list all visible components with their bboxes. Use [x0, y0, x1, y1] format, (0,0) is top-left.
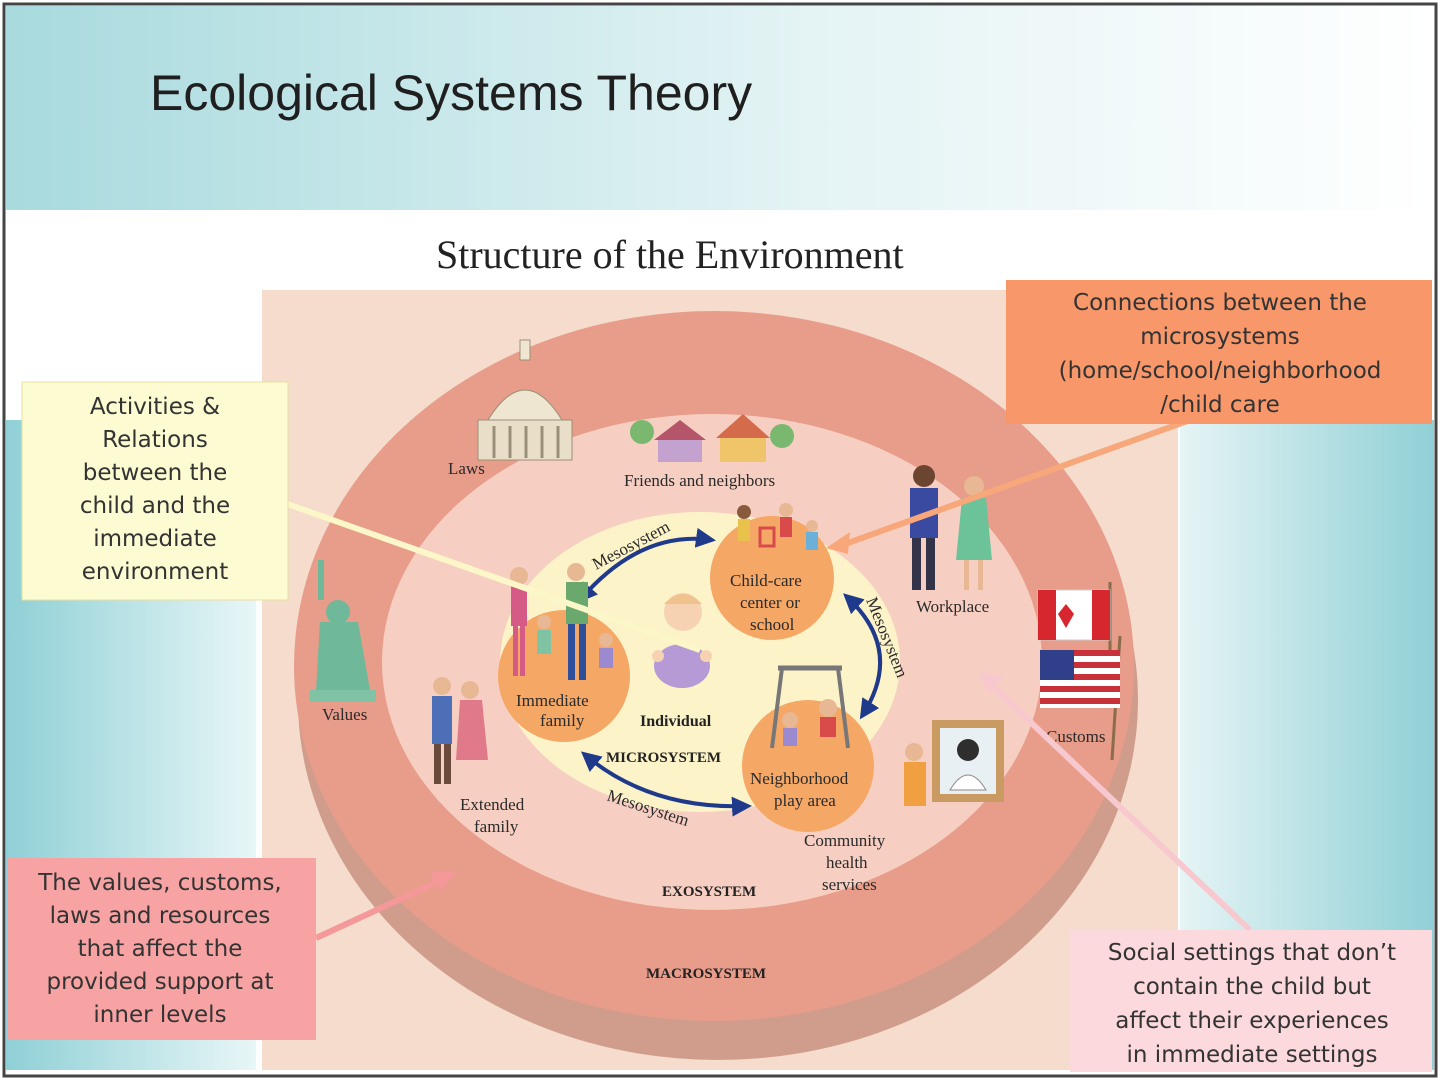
callout-micro-line-1: Activities &	[90, 394, 220, 420]
individual-baby-figure	[652, 593, 712, 688]
label-friends-neighbors: Friends and neighbors	[624, 471, 775, 490]
mesosystem-arrow-bottom	[580, 751, 752, 817]
label-child-care-1: Child-care	[730, 571, 802, 590]
label-exosystem: EXOSYSTEM	[662, 884, 756, 900]
label-individual: Individual	[640, 713, 712, 730]
macro-pointer-head	[430, 872, 456, 892]
capitol-building-icon	[477, 339, 573, 461]
callout-macro-line-4: provided support at	[46, 969, 273, 995]
callout-exosystem-box	[1070, 930, 1432, 1072]
label-immediate-family-2: family	[540, 711, 585, 730]
callout-microsystem-box	[21, 381, 289, 601]
houses-icon	[630, 414, 794, 462]
callout-meso-line-4: /child care	[1160, 392, 1280, 418]
diagram-subtitle: Structure of the Environment	[436, 232, 904, 277]
callout-macrosystem: The values, customs, laws and resources …	[8, 858, 316, 1040]
callout-exosystem: Social settings that don’t contain the c…	[1070, 930, 1432, 1072]
callout-meso-line-2: microsystems	[1140, 324, 1300, 350]
callout-macro-line-1: The values, customs,	[37, 870, 282, 896]
playground-figures	[770, 665, 850, 749]
callout-mesosystem-box	[1006, 280, 1432, 424]
label-workplace: Workplace	[916, 597, 989, 616]
callout-meso-line-1: Connections between the	[1073, 290, 1367, 316]
immediate-family-circle	[498, 610, 630, 742]
mesosystem-arrow-right	[843, 593, 882, 720]
callout-micro-line-6: environment	[82, 559, 228, 585]
callout-mesosystem: Connections between the microsystems (ho…	[1006, 280, 1432, 424]
callout-micro-line-3: between the	[83, 460, 228, 486]
label-customs: Customs	[1046, 727, 1106, 746]
community-health-figures	[904, 720, 1004, 806]
callout-exo-line-2: contain the child but	[1133, 974, 1371, 1000]
child-care-circle	[710, 516, 834, 640]
callout-meso-line-3: (home/school/neighborhood	[1059, 358, 1382, 384]
label-neighborhood-2: play area	[774, 791, 836, 810]
label-values: Values	[322, 705, 367, 724]
callout-exo-line-3: affect their experiences	[1115, 1008, 1388, 1034]
label-extended-family-2: family	[474, 817, 519, 836]
label-community-1: Community	[804, 831, 886, 850]
immediate-family-figures	[510, 563, 613, 680]
callout-macrosystem-box	[8, 858, 316, 1040]
callout-microsystem: Activities & Relations between the child…	[21, 381, 289, 601]
header-band	[6, 6, 1434, 210]
label-laws: Laws	[448, 459, 485, 478]
callout-micro-line-2: Relations	[102, 427, 208, 453]
callout-macro-line-5: inner levels	[93, 1002, 226, 1028]
callout-micro-line-5: immediate	[93, 526, 217, 552]
label-macrosystem: MACROSYSTEM	[646, 966, 766, 982]
flags-icon	[1037, 582, 1122, 761]
meso-pointer-head	[826, 532, 850, 554]
label-child-care-3: school	[750, 615, 795, 634]
label-immediate-family-1: Immediate	[516, 691, 589, 710]
label-community-2: health	[826, 853, 868, 872]
label-microsystem: MICROSYSTEM	[606, 750, 721, 766]
label-child-care-2: center or	[740, 593, 800, 612]
label-extended-family-1: Extended	[460, 795, 525, 814]
callout-micro-line-4: child and the	[80, 493, 230, 519]
child-care-figures	[737, 503, 818, 550]
exo-callout-pointer	[983, 677, 1253, 933]
label-neighborhood-1: Neighborhood	[750, 769, 849, 788]
callout-macro-line-2: laws and resources	[50, 903, 271, 929]
macro-callout-pointer	[314, 875, 448, 941]
meso-callout-pointer	[832, 417, 1192, 551]
extended-family-figures	[432, 677, 488, 784]
micro-callout-pointer	[274, 497, 702, 653]
callout-exo-line-1: Social settings that don’t	[1108, 940, 1396, 966]
label-community-3: services	[822, 875, 877, 894]
mesosystem-arrow-top	[577, 527, 716, 604]
statue-of-liberty-icon	[310, 560, 376, 702]
neighborhood-circle	[742, 700, 874, 832]
callout-macro-line-3: that affect the	[78, 936, 243, 962]
exo-pointer-head	[978, 672, 1004, 694]
callout-exo-line-4: in immediate settings	[1127, 1042, 1378, 1068]
slide-title: Ecological Systems Theory	[150, 65, 752, 121]
